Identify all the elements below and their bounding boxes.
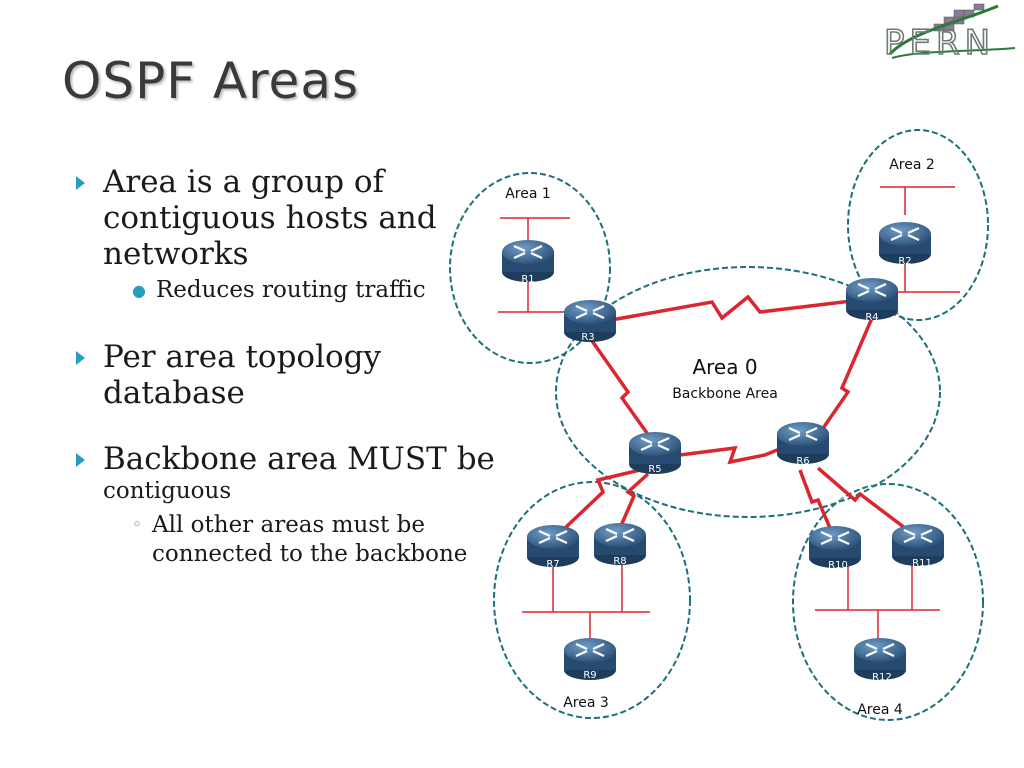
area3-label: Area 3: [563, 695, 609, 711]
router-label: R5: [648, 464, 661, 475]
area2-label: Area 2: [889, 157, 935, 173]
router-r4-icon: [844, 276, 900, 322]
router-r9-icon: [562, 636, 618, 682]
bullet-item: Per area topology database: [76, 339, 506, 411]
router-r7-icon: [525, 523, 581, 569]
bullet-item: Area is a group of contiguous hosts and …: [76, 164, 506, 272]
router-label: R3: [581, 332, 594, 343]
area2-border: [847, 129, 989, 321]
router-label: R7: [546, 559, 559, 570]
router-label: R11: [912, 558, 932, 569]
bullet-text: Backbone area MUST be: [103, 441, 495, 477]
router-r11-icon: [890, 522, 946, 568]
area1-label: Area 1: [505, 186, 551, 202]
router-label: R10: [828, 560, 848, 571]
link-r6-r11: [816, 466, 907, 530]
link-r3-r4: [599, 294, 861, 324]
router-r2-icon: [877, 220, 933, 266]
triangle-bullet-icon: [76, 453, 85, 467]
area0-border: [555, 266, 941, 518]
sub-bullet-text: All other areas must be connected to the…: [152, 512, 468, 567]
bullet-item: Backbone area MUST be: [76, 441, 506, 477]
router-r10-icon: [807, 524, 863, 570]
area4-border: [792, 483, 984, 721]
sub-bullet-item: ● Reduces routing traffic: [132, 276, 506, 305]
router-r5-icon: [627, 430, 683, 476]
link-r6-r10: [798, 469, 832, 529]
router-label: R6: [796, 456, 809, 467]
router-label: R12: [872, 672, 892, 683]
link-r4-r6: [813, 317, 874, 441]
router-r3-icon: [562, 298, 618, 344]
bullet-text: Per area topology database: [103, 339, 382, 411]
sub-bullet-text: Reduces routing traffic: [155, 277, 426, 303]
router-label: R1: [521, 274, 534, 285]
dot-bullet-icon: ●: [132, 281, 146, 300]
area0-sublabel: Backbone Area: [672, 386, 778, 402]
area3-border: [493, 481, 691, 719]
router-r6-icon: [775, 420, 831, 466]
area4-label: Area 4: [857, 702, 903, 718]
router-r12-icon: [852, 636, 908, 682]
ring-bullet-icon: ◦: [132, 515, 143, 535]
router-r1-icon: [500, 238, 556, 284]
router-r8-icon: [592, 521, 648, 567]
link-r3-r5: [588, 336, 654, 442]
link-r5-r6: [671, 445, 783, 465]
triangle-bullet-icon: [76, 351, 85, 365]
bullet-continuation: contiguous: [103, 478, 232, 504]
link-r5-r7: [563, 468, 641, 530]
sub-bullet-item: ◦ All other areas must be connected to t…: [132, 511, 506, 569]
router-label: R4: [865, 312, 878, 323]
bullet-list: Area is a group of contiguous hosts and …: [76, 164, 506, 569]
router-label: R2: [898, 256, 911, 267]
slide-title: OSPF Areas: [62, 52, 360, 110]
triangle-bullet-icon: [76, 176, 85, 190]
area0-label: Area 0: [692, 355, 757, 379]
logo-text: PERN: [884, 23, 995, 63]
router-label: R8: [613, 556, 626, 567]
pern-logo: PERN: [883, 3, 1016, 64]
link-r5-r8: [618, 472, 650, 529]
router-label: R9: [583, 670, 596, 681]
bullet-text: Area is a group of contiguous hosts and …: [103, 164, 437, 272]
